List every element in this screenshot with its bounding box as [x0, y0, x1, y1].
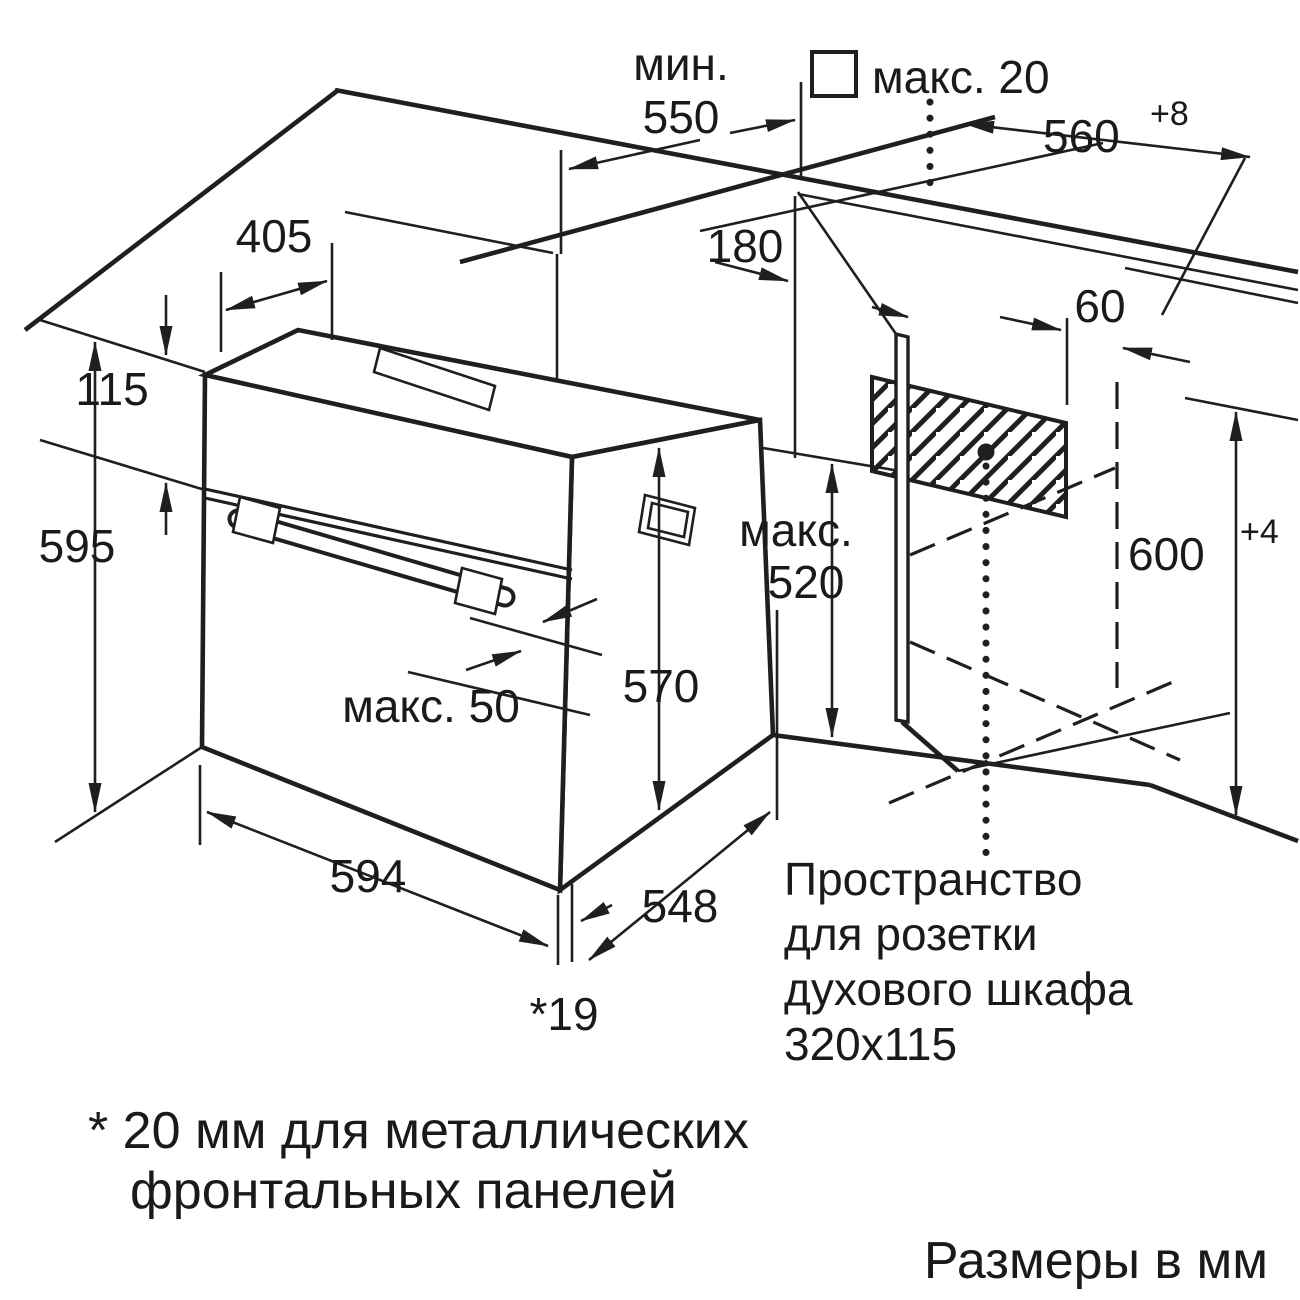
label-600: 600	[1128, 528, 1205, 580]
arrow	[465, 649, 522, 672]
dimension-19-arrow	[580, 901, 613, 923]
handle-mount-right	[453, 566, 504, 616]
socket-note-line-2: для розетки	[784, 908, 1038, 960]
label-550: 550	[643, 91, 720, 143]
socket-note-line-1: Пространство	[784, 853, 1082, 905]
label-max-50: макс. 50	[342, 680, 520, 732]
label-maks: макс.	[739, 504, 853, 556]
dimension-180	[714, 196, 909, 458]
oven-front-face	[199, 372, 575, 894]
label-594: 594	[330, 850, 407, 902]
footnote: * 20 мм для металлических фронтальных па…	[88, 1102, 749, 1220]
arrow	[871, 302, 909, 319]
socket-center-dot	[977, 443, 995, 461]
socket-note: Пространство для розетки духового шкафа …	[784, 853, 1133, 1070]
label-570: 570	[623, 660, 700, 712]
label-560-tolerance: +8	[1150, 95, 1189, 133]
cabinet-base-corner-edge	[900, 720, 960, 773]
dimension-min-550	[559, 82, 803, 254]
dimension-60	[999, 315, 1191, 405]
oven	[198, 327, 776, 965]
label-405: 405	[236, 210, 313, 262]
label-560: 560	[1043, 110, 1120, 162]
side-vent-slot-inner	[646, 501, 690, 539]
footnote-line-1: * 20 мм для металлических	[88, 1102, 749, 1160]
niche-interior-dashed-1	[909, 466, 1116, 557]
dimensions	[39, 50, 1251, 962]
control-panel-bottom-line-1	[204, 487, 573, 572]
worktop-cutout-left-edge	[459, 114, 996, 265]
label-19: *19	[529, 988, 598, 1040]
wall-back-edge	[334, 87, 1299, 275]
cutout-left-return-edge	[796, 191, 898, 335]
arrow	[568, 138, 701, 171]
extension-line-panel-bottom	[39, 438, 206, 492]
socket-note-line-4: 320x115	[784, 1018, 957, 1070]
oven-top-step	[372, 346, 497, 412]
niche-interior-dashed-3	[909, 640, 1181, 762]
worktop-and-wall-lines	[23, 87, 1299, 473]
extension-line-oven-top	[39, 318, 206, 374]
label-60: 60	[1074, 280, 1125, 332]
arrow-line	[588, 810, 771, 962]
label-548: 548	[642, 880, 719, 932]
oven-right-side-face	[557, 417, 776, 895]
arrow-line	[206, 810, 549, 948]
square-symbol	[810, 50, 858, 98]
cabinet-left-panel	[894, 331, 910, 725]
units-note: Размеры в мм	[924, 1232, 1268, 1290]
handle-mount-left	[231, 495, 282, 545]
arrow	[999, 315, 1062, 332]
socket-note-line-3: духового шкафа	[784, 963, 1133, 1015]
arrow	[1122, 346, 1191, 364]
label-115: 115	[75, 363, 148, 415]
label-520: 520	[768, 556, 845, 608]
worktop-front-edge-right	[797, 192, 1299, 292]
arrow	[729, 118, 796, 135]
label-180: 180	[707, 220, 784, 272]
dimension-594	[198, 765, 549, 948]
arrow	[714, 260, 789, 283]
dimension-max-50	[407, 597, 603, 717]
cutout-right-edge	[1160, 157, 1247, 316]
arrow	[542, 597, 598, 624]
cabinet-base-bottom-edge	[957, 711, 1231, 773]
socket-space-hatched-area	[870, 374, 1068, 520]
labels: мин. 550 макс. 20 560 +8 405 115 595 180…	[39, 38, 1279, 1290]
extension-line-oven-bottom	[54, 745, 203, 844]
label-min: мин.	[633, 38, 729, 90]
worktop-band-right	[1124, 266, 1299, 305]
dimension-560-line	[964, 120, 1251, 161]
dimension-548	[588, 610, 779, 962]
cabinet-bottom-right-edge	[1149, 782, 1299, 844]
arrow-line	[225, 279, 328, 312]
label-600-tolerance: +4	[1240, 513, 1279, 551]
label-595: 595	[39, 520, 116, 572]
left-wall-corner-edge	[23, 89, 339, 332]
reference-line	[407, 670, 591, 717]
dimension-405	[219, 243, 334, 352]
reference-line	[469, 616, 603, 657]
cabinet-niche	[772, 98, 1299, 859]
niche-interior-dashed-2	[888, 677, 1181, 805]
footnote-line-2: фронтальных панелей	[130, 1162, 677, 1220]
niche-floor-front-edge	[772, 732, 1151, 788]
cabinet-top-right-edge	[1184, 396, 1299, 422]
door-handle	[227, 495, 516, 616]
label-max-20: макс. 20	[872, 51, 1050, 103]
